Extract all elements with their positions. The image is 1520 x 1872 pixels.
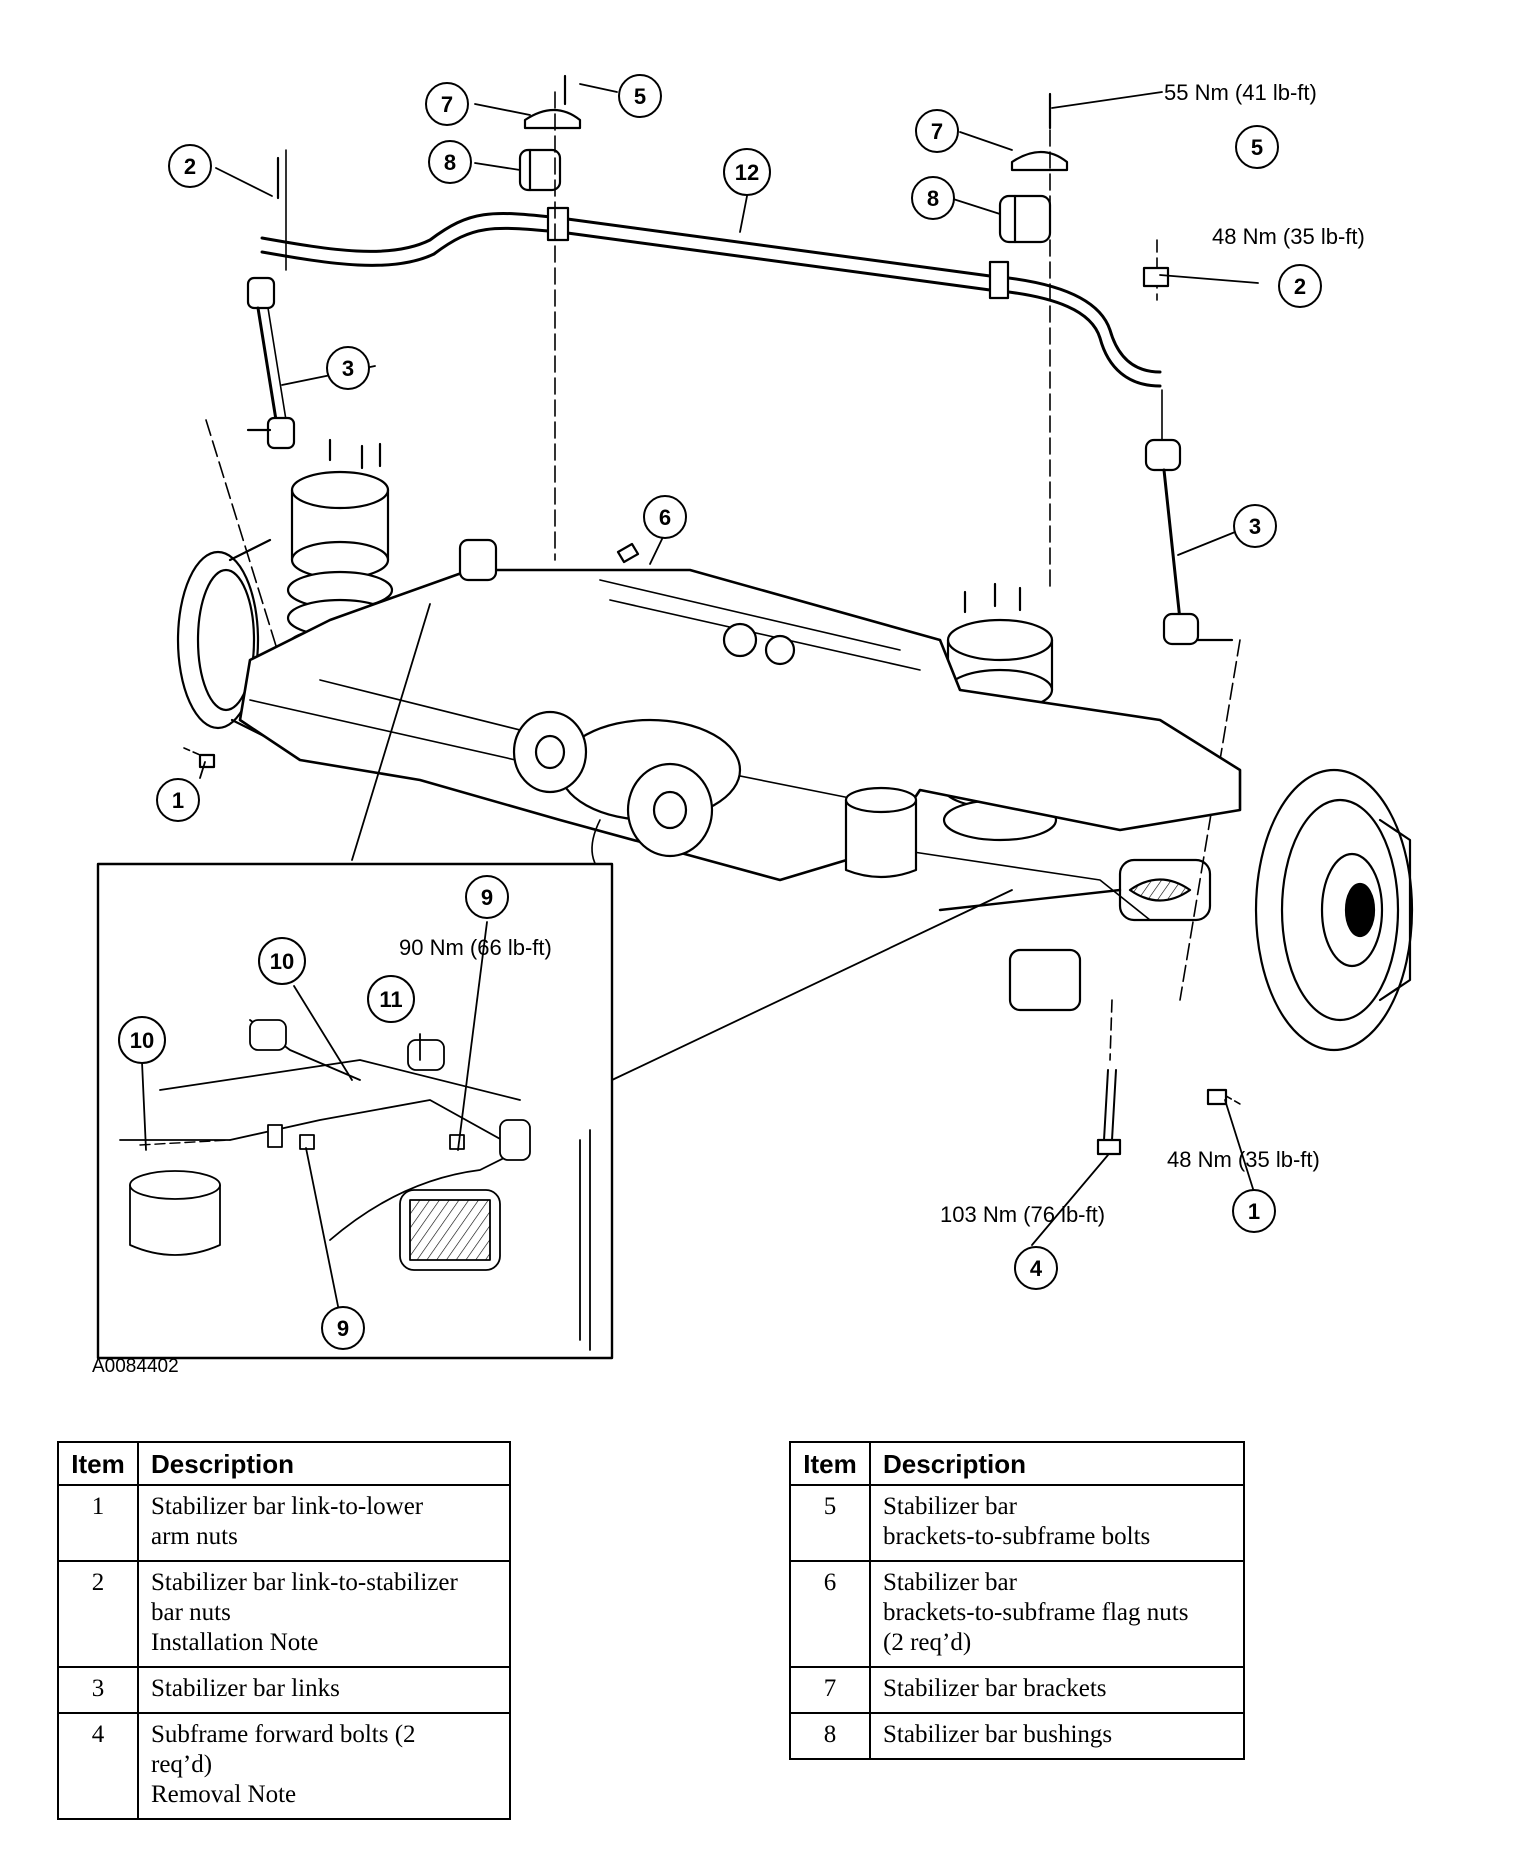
subframe-bushings <box>458 538 1082 1012</box>
svg-text:2: 2 <box>1294 274 1306 299</box>
item-number: 5 <box>789 1484 871 1562</box>
callout-9-bottom: 9 <box>321 1306 365 1350</box>
table-row: 5 Stabilizer bar brackets-to-subframe bo… <box>789 1484 1245 1562</box>
svg-text:3: 3 <box>342 356 354 381</box>
item-number: 3 <box>57 1666 139 1714</box>
stabilizer-bar <box>260 206 1162 388</box>
leader-lines <box>141 83 1259 1317</box>
svg-text:7: 7 <box>931 119 943 144</box>
legend-table-right: Item Description 5 Stabilizer bar bracke… <box>789 1441 1245 1760</box>
svg-text:2: 2 <box>184 154 196 179</box>
svg-text:8: 8 <box>444 150 456 175</box>
table-row: 4 Subframe forward bolts (2 req’d) Remov… <box>57 1712 511 1820</box>
torque-label-4: 103 Nm (76 lb-ft) <box>940 1202 1105 1227</box>
item-number: 8 <box>789 1712 871 1760</box>
svg-text:10: 10 <box>130 1028 154 1053</box>
svg-text:1: 1 <box>172 788 184 813</box>
item-number: 6 <box>789 1560 871 1668</box>
callout-11: 11 <box>367 975 415 1023</box>
svg-text:5: 5 <box>1251 135 1263 160</box>
bracket-bushing-left <box>518 74 582 561</box>
item-number: 4 <box>57 1712 139 1820</box>
legend-body-left: 1 Stabilizer bar link-to-lower arm nuts … <box>57 1484 511 1820</box>
svg-text:7: 7 <box>441 92 453 117</box>
svg-text:1: 1 <box>1248 1199 1260 1224</box>
item-number: 7 <box>789 1666 871 1714</box>
callout-5-right: 5 <box>1235 125 1279 169</box>
callout-10-lower: 10 <box>118 1016 166 1064</box>
callout-7-left: 7 <box>425 82 469 126</box>
svg-text:6: 6 <box>659 505 671 530</box>
legend-table-left: Item Description 1 Stabilizer bar link-t… <box>57 1441 511 1820</box>
torque-label-9: 90 Nm (66 lb-ft) <box>399 935 552 960</box>
halfshaft-boot-right <box>938 858 1212 922</box>
header-item: Item <box>789 1441 871 1486</box>
svg-text:4: 4 <box>1030 1256 1043 1281</box>
svg-text:9: 9 <box>481 885 493 910</box>
stabilizer-link-right <box>1142 239 1241 1001</box>
callout-8-right: 8 <box>911 176 955 220</box>
figure-id-label: A0084402 <box>92 1356 179 1377</box>
detail-connector-top <box>351 603 431 861</box>
callout-1-right: 1 <box>1232 1189 1276 1233</box>
legend-body-right: 5 Stabilizer bar brackets-to-subframe bo… <box>789 1484 1245 1760</box>
wheel-hub-right <box>1254 768 1414 1052</box>
callout-6: 6 <box>643 495 687 539</box>
header-description: Description <box>137 1441 511 1486</box>
item-number: 2 <box>57 1560 139 1668</box>
callout-2-left: 2 <box>168 144 212 188</box>
flag-nut <box>616 542 640 564</box>
subframe-forward-bolt <box>1096 999 1122 1156</box>
header-item: Item <box>57 1441 139 1486</box>
table-row: 6 Stabilizer bar brackets-to-subframe fl… <box>789 1560 1245 1668</box>
svg-text:9: 9 <box>337 1316 349 1341</box>
item-description: Stabilizer bar brackets-to-subframe flag… <box>869 1560 1245 1668</box>
item-description: Stabilizer bar brackets <box>869 1666 1245 1714</box>
suspension-exploded-diagram: 7 5 8 2 12 3 7 8 <box>96 74 1414 1360</box>
svg-text:3: 3 <box>1249 514 1261 539</box>
torque-label-1: 48 Nm (35 lb-ft) <box>1167 1147 1320 1172</box>
table-row: 7 Stabilizer bar brackets <box>789 1666 1245 1714</box>
item-description: Stabilizer bar bushings <box>869 1712 1245 1760</box>
callout-3-left: 3 <box>326 346 370 390</box>
callout-1-left: 1 <box>156 778 200 822</box>
item-number: 1 <box>57 1484 139 1562</box>
callout-4: 4 <box>1014 1246 1058 1290</box>
table-row: 8 Stabilizer bar bushings <box>789 1712 1245 1760</box>
bracket-bushing-right <box>998 92 1069 591</box>
svg-text:11: 11 <box>379 987 402 1012</box>
callout-2-right: 2 <box>1278 264 1322 308</box>
svg-text:12: 12 <box>735 160 759 185</box>
item-description: Subframe forward bolts (2 req’d) Removal… <box>137 1712 511 1820</box>
torque-label-5: 55 Nm (41 lb-ft) <box>1164 80 1317 105</box>
callout-8-left: 8 <box>428 140 472 184</box>
differential <box>512 710 742 881</box>
svg-text:5: 5 <box>634 84 646 109</box>
callout-5-left: 5 <box>618 74 662 118</box>
callout-7-right: 7 <box>915 109 959 153</box>
detail-connector-right <box>611 889 1013 1081</box>
item-description: Stabilizer bar link-to-lower arm nuts <box>137 1484 511 1562</box>
svg-text:10: 10 <box>270 949 294 974</box>
item-description: Stabilizer bar brackets-to-subframe bolt… <box>869 1484 1245 1562</box>
table-row: 2 Stabilizer bar link-to-stabilizer bar … <box>57 1560 511 1668</box>
wheel-hub-left <box>176 538 274 742</box>
item-description: Stabilizer bar links <box>137 1666 511 1714</box>
header-description: Description <box>869 1441 1245 1486</box>
table-row: 3 Stabilizer bar links <box>57 1666 511 1714</box>
callout-12: 12 <box>723 148 771 196</box>
callout-10-upper: 10 <box>258 937 306 985</box>
torque-label-2: 48 Nm (35 lb-ft) <box>1212 224 1365 249</box>
callout-3-right: 3 <box>1233 504 1277 548</box>
svg-text:8: 8 <box>927 186 939 211</box>
callout-9-top: 9 <box>465 875 509 919</box>
item-description: Stabilizer bar link-to-stabilizer bar nu… <box>137 1560 511 1668</box>
table-row: 1 Stabilizer bar link-to-lower arm nuts <box>57 1484 511 1562</box>
